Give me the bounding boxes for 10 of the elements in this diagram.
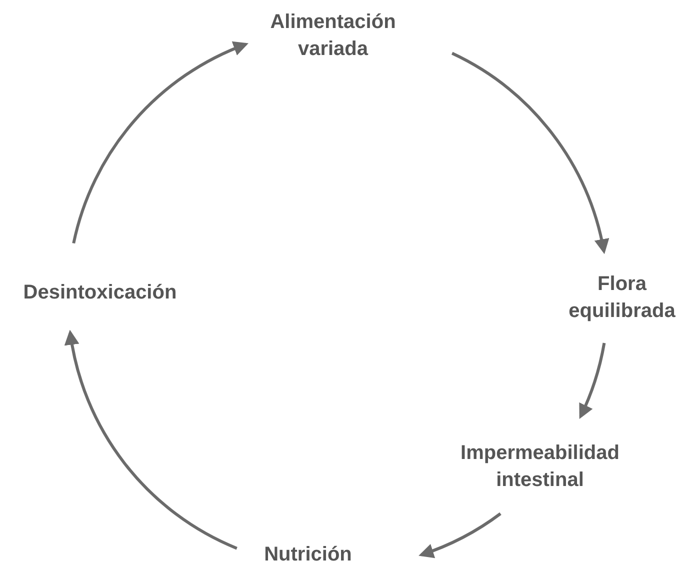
curved-arrow	[451, 52, 608, 254]
curved-arrow	[65, 330, 238, 550]
cycle-step-label: Impermeabilidad intestinal	[450, 440, 630, 494]
cycle-step-label: Flora equilibrada	[567, 271, 677, 325]
curved-arrow	[418, 512, 502, 558]
curved-arrow	[578, 342, 606, 420]
cycle-step-label: Nutrición	[253, 542, 363, 568]
cycle-step-label: Desintoxicación	[5, 280, 195, 306]
cycle-step-label: Alimentación variada	[243, 9, 423, 63]
curved-arrow	[72, 42, 248, 244]
